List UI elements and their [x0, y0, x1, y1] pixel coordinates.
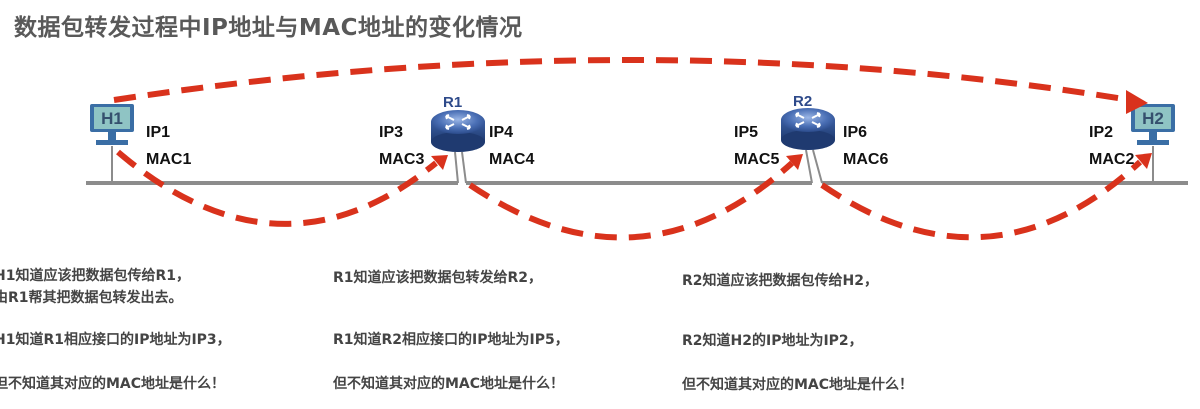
host-h2-icon: H2: [1131, 104, 1175, 145]
router-r1-icon: [431, 110, 485, 152]
router-r2-icon: [781, 108, 835, 150]
h2-ip-label: IP2: [1089, 124, 1114, 141]
arrowhead-h2-bottom: [1135, 153, 1152, 169]
arrow-heads: [431, 90, 1152, 170]
note-3-line-3: R2知道H2的IP地址为IP2，: [682, 333, 863, 349]
note-1-line-3: H1知道R1相应接口的IP地址为IP3，: [0, 332, 231, 348]
r1-left-mac-label: MAC3: [379, 151, 425, 168]
h2-mac-label: MAC2: [1089, 151, 1135, 168]
page-title: 数据包转发过程中IP地址与MAC地址的变化情况: [14, 15, 523, 41]
r2-right-ip-label: IP6: [843, 124, 868, 141]
r2-left-ip-label: IP5: [734, 124, 759, 141]
network-segments: [86, 146, 1188, 185]
note-2-line-1: R1知道应该把数据包转发给R2，: [333, 270, 543, 286]
forwarding-arrows: [113, 57, 1143, 241]
r1-right-mac-label: MAC4: [489, 151, 535, 168]
note-2-line-3: R1知道R2相应接口的IP地址为IP5，: [333, 332, 569, 348]
note-1-line-2: 由R1帮其把数据包转发出去。: [0, 290, 183, 306]
h1-mac-label: MAC1: [146, 151, 192, 168]
note-1-line-4: 但不知道其对应的MAC地址是什么！: [0, 376, 226, 392]
router-r2-label: R2: [793, 93, 813, 110]
h1-ip-label: IP1: [146, 124, 171, 141]
arrow-r2-to-h2: [820, 159, 1143, 241]
host-h1-label: H1: [101, 109, 123, 128]
arrowhead-r1: [431, 155, 448, 170]
arrowhead-h2-top: [1126, 90, 1148, 114]
r2-right-mac-label: MAC6: [843, 151, 889, 168]
r1-left-ip-label: IP3: [379, 124, 404, 141]
note-2-line-4: 但不知道其对应的MAC地址是什么！: [333, 376, 565, 392]
host-h2-label: H2: [1142, 109, 1164, 128]
host-h1-icon: H1: [90, 104, 134, 145]
r1-right-ip-label: IP4: [489, 124, 514, 141]
arrow-h1-to-r1: [116, 149, 438, 227]
arrow-h1-to-h2: [113, 57, 1131, 103]
arrowhead-r2: [786, 154, 803, 170]
router-r1-label: R1: [443, 94, 463, 111]
r2-left-mac-label: MAC5: [734, 151, 780, 168]
note-3-line-1: R2知道应该把数据包传给H2，: [682, 273, 878, 289]
note-3-line-4: 但不知道其对应的MAC地址是什么！: [682, 377, 914, 393]
note-1-line-1: H1知道应该把数据包传给R1，: [0, 268, 190, 284]
arrow-r1-to-r2: [468, 160, 795, 241]
